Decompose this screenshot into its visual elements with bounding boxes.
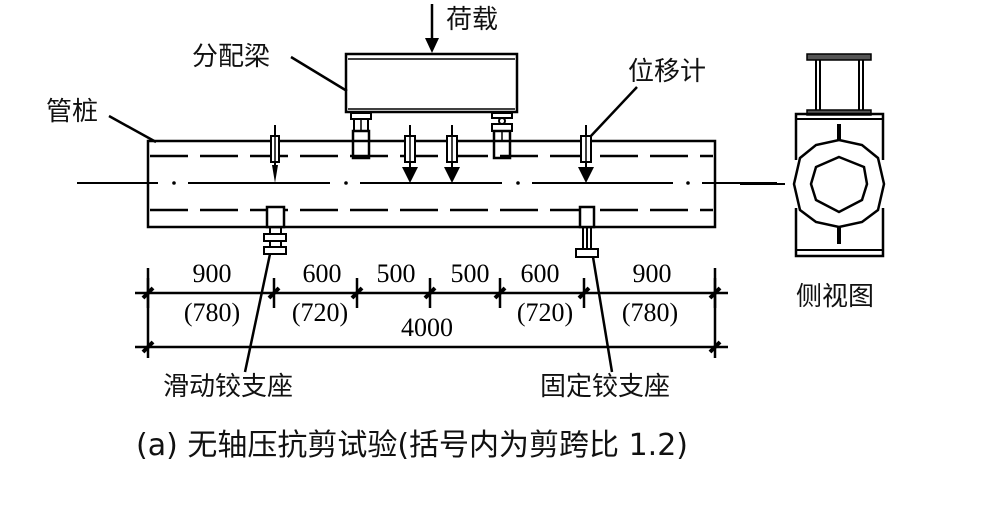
displacement-meter-1 <box>270 125 280 183</box>
dimension-tick-slash <box>708 286 722 300</box>
sliding-support-leader <box>243 253 272 373</box>
sliding-hinge-support-label: 滑动铰支座 <box>163 372 293 402</box>
dimension-tick-slash <box>267 286 281 300</box>
dimension-tick-slash <box>350 286 364 300</box>
displacement-meter-3 <box>444 125 460 183</box>
dim-segment-alt-5: (720) <box>517 298 573 327</box>
dim-segment-alt-6: (780) <box>622 298 678 327</box>
dim-segment-alt-2: (720) <box>292 298 348 327</box>
dimension-tick-slash <box>708 340 722 354</box>
pipe-pile-label: 管桩 <box>46 97 98 127</box>
distribution-beam-label: 分配梁 <box>192 42 270 72</box>
side-view <box>740 53 886 258</box>
load-label: 荷载 <box>446 5 498 35</box>
dimension-tick-slash <box>493 286 507 300</box>
displacement-meter-label: 位移计 <box>628 57 706 87</box>
dimension-tick-slash <box>423 286 437 300</box>
pipe-centerline <box>77 181 777 185</box>
dim-segment-5: 600 <box>521 259 560 288</box>
displacement-meter-2 <box>402 125 418 183</box>
fixed-hinge-support <box>575 205 599 258</box>
dim-segment-6: 900 <box>633 259 672 288</box>
distribution-beam-leader <box>290 55 348 93</box>
dimension-tick-slash <box>577 286 591 300</box>
load-arrow <box>425 4 439 53</box>
displacement-meter-leader <box>589 86 638 138</box>
fixed-support-leader <box>591 256 614 373</box>
dim-segment-alt-1: (780) <box>184 298 240 327</box>
loading-pad-left <box>350 112 372 160</box>
dimension-tick-slash <box>141 286 155 300</box>
side-view-label: 侧视图 <box>796 282 874 312</box>
dim-segment-3: 500 <box>377 259 416 288</box>
dim-segment-2: 600 <box>303 259 342 288</box>
sliding-hinge-support <box>263 205 287 255</box>
displacement-meter-4 <box>578 125 594 183</box>
figure-caption: (a) 无轴压抗剪试验(括号内为剪跨比 1.2) <box>136 428 688 463</box>
pipe-pile-leader <box>108 114 157 144</box>
loading-pad-right <box>491 112 513 160</box>
dim-total: 4000 <box>401 313 453 342</box>
dim-segment-4: 500 <box>451 259 490 288</box>
dim-segment-1: 900 <box>193 259 232 288</box>
fixed-hinge-support-label: 固定铰支座 <box>540 372 670 402</box>
dimension-tick-slash <box>141 340 155 354</box>
dimension-ticks <box>141 278 722 354</box>
distribution-beam <box>344 52 519 114</box>
